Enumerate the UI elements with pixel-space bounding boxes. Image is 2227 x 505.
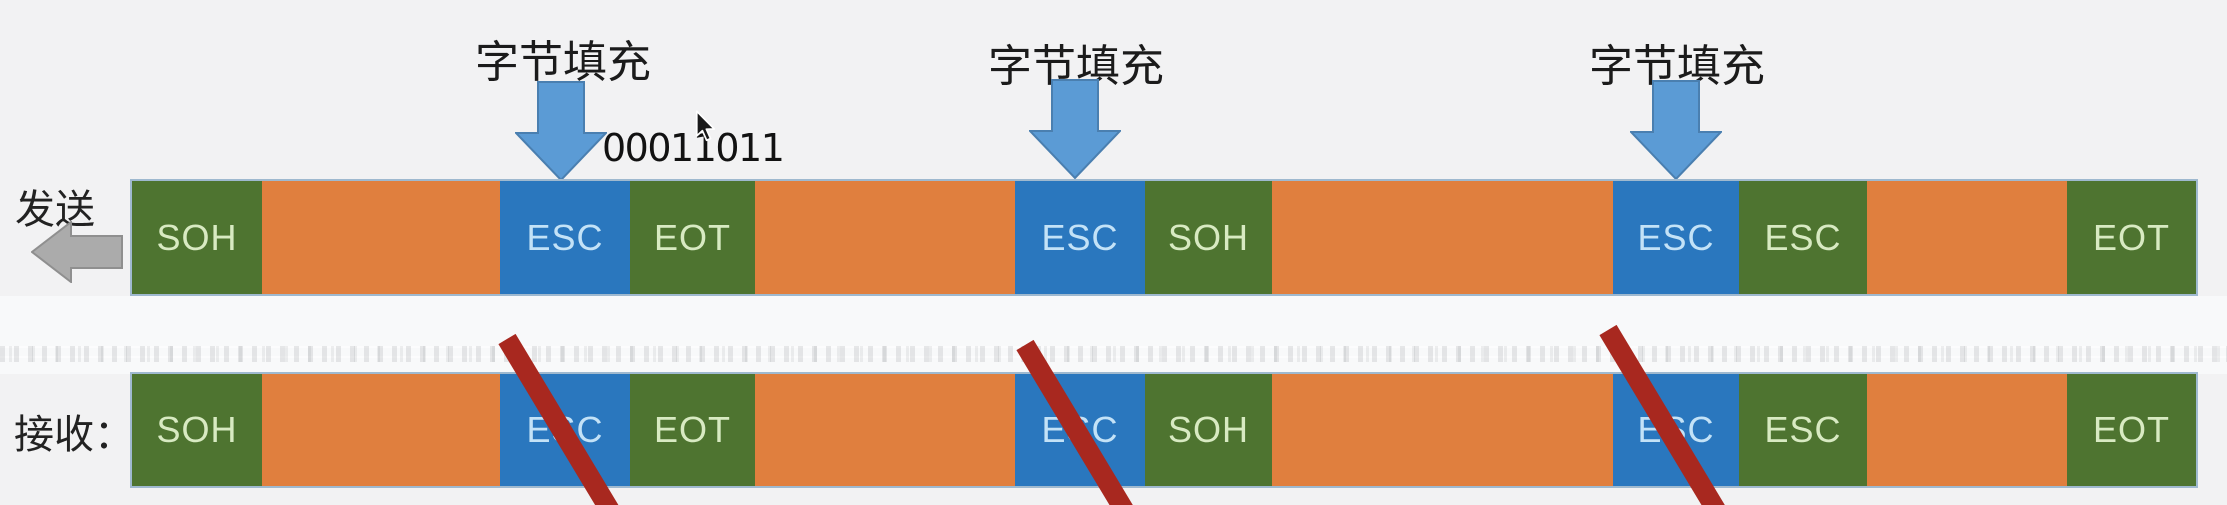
frame-block-data <box>1867 374 2067 486</box>
escape-byte-binary-value: 00011011 <box>602 126 785 170</box>
frame-block-eot: EOT <box>630 374 755 486</box>
frame-block-soh: SOH <box>1145 181 1272 294</box>
frame-block-esc: ESC <box>500 181 630 294</box>
frame-block-soh: SOH <box>132 374 262 486</box>
receive-label: 接收： <box>14 412 134 457</box>
frame-block-soh: SOH <box>132 181 262 294</box>
video-noise-strip <box>0 346 2227 362</box>
frame-block-eot: EOT <box>2067 374 2196 486</box>
frame-block-data <box>1867 181 2067 294</box>
byte-stuffing-arrow-icon-3 <box>1630 80 1722 180</box>
frame-block-data <box>1272 181 1613 294</box>
frame-block-esc: ESC <box>1015 181 1145 294</box>
sent-frame-band: SOH ESC EOT ESC SOH ESC ESC EOT <box>130 179 2198 296</box>
received-frame-band: SOH ESC EOT ESC SOH ESC ESC EOT <box>130 372 2198 488</box>
background-strip <box>0 296 2227 374</box>
frame-block-eot: EOT <box>630 181 755 294</box>
frame-block-esc-stuffed: ESC <box>1739 374 1867 486</box>
frame-block-eot: EOT <box>2067 181 2196 294</box>
frame-block-data <box>1272 374 1613 486</box>
send-label: 发送 <box>15 187 95 232</box>
frame-block-esc-stuffed: ESC <box>1739 181 1867 294</box>
frame-block-data <box>755 181 1015 294</box>
frame-block-esc: ESC <box>1613 181 1739 294</box>
mouse-cursor-icon <box>695 110 716 142</box>
send-direction-arrow-icon <box>31 221 123 283</box>
byte-stuffing-arrow-icon-2 <box>1029 79 1121 179</box>
frame-block-data <box>755 374 1015 486</box>
byte-stuffing-arrow-icon-1 <box>515 81 607 181</box>
frame-block-data <box>262 374 500 486</box>
frame-block-data <box>262 181 500 294</box>
byte-stuffing-label-1: 字节填充 <box>475 38 651 87</box>
frame-block-soh: SOH <box>1145 374 1272 486</box>
